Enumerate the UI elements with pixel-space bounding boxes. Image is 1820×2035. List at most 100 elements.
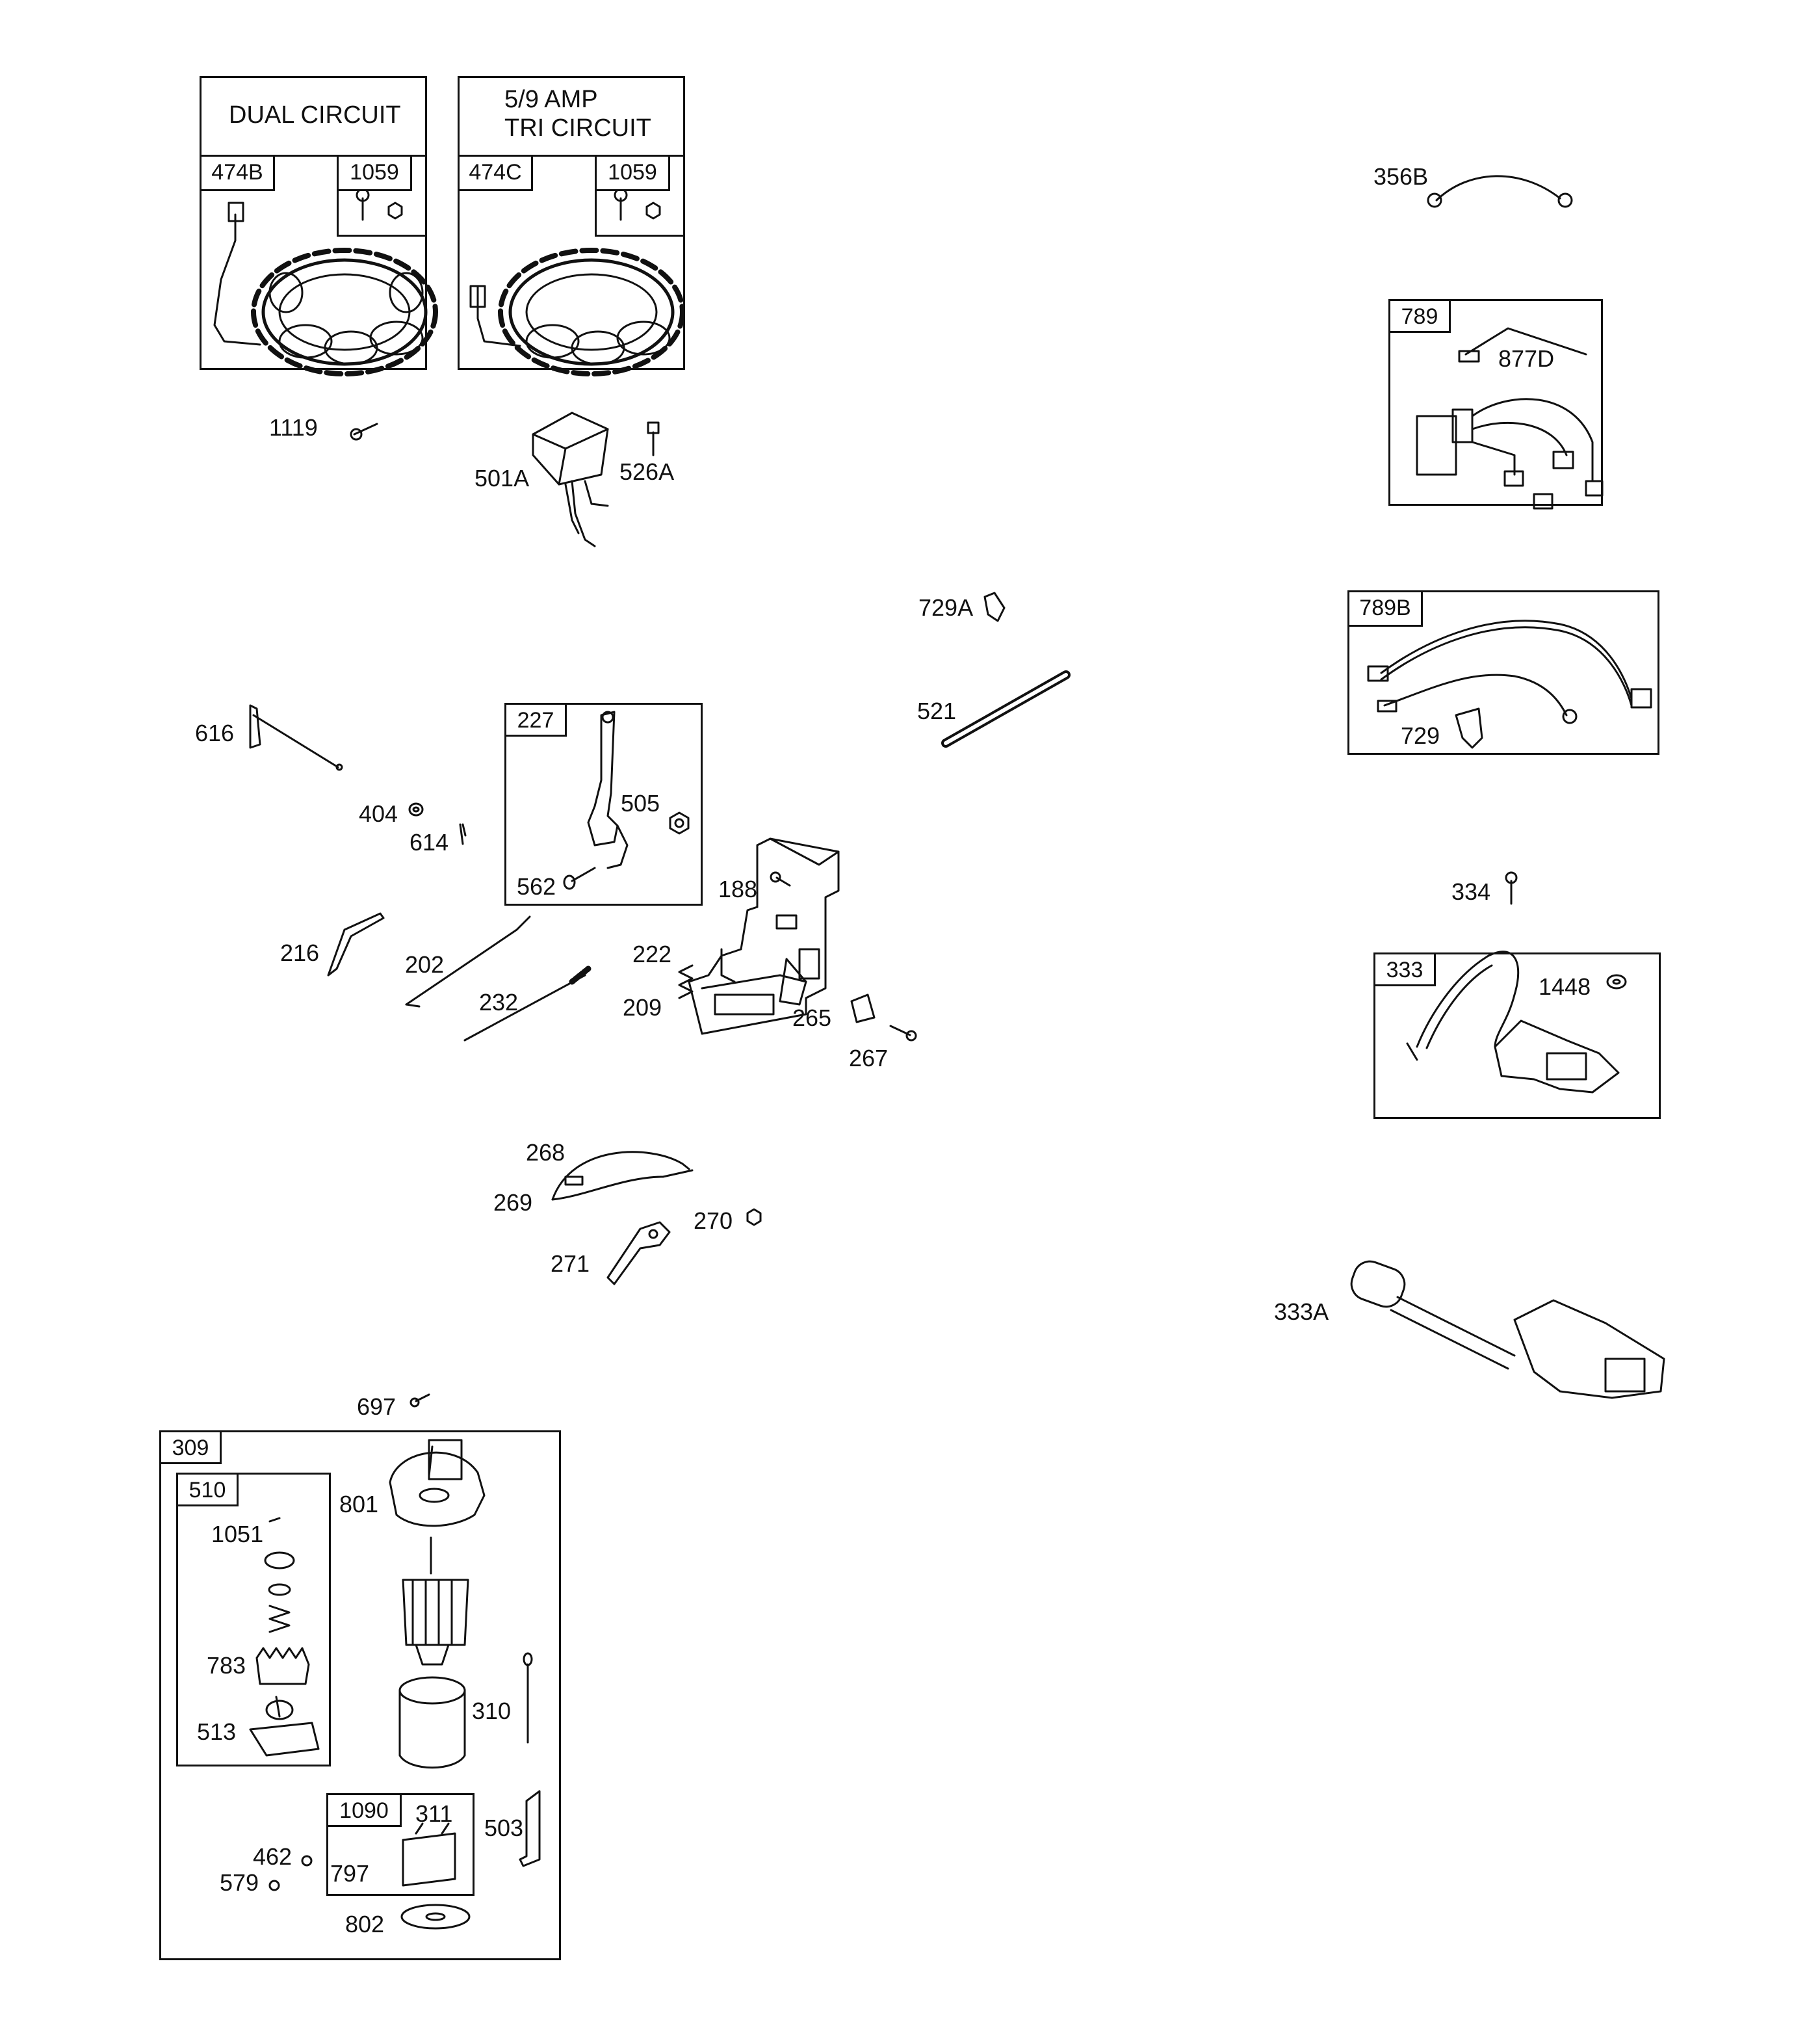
tag-789: 789 (1388, 299, 1451, 333)
tag-1059b: 1059 (595, 155, 670, 191)
label-505: 505 (621, 790, 660, 817)
label-269: 269 (493, 1189, 533, 1216)
label-521: 521 (917, 698, 957, 724)
tag-1090: 1090 (326, 1793, 402, 1827)
tag-333: 333 (1373, 952, 1436, 986)
harness-789b-drawing (1367, 620, 1652, 749)
label-1119: 1119 (269, 414, 318, 441)
harness-789-drawing (1416, 327, 1604, 510)
ignition-coil-333-drawing (1406, 951, 1620, 1094)
tag-227: 227 (504, 703, 567, 737)
label-311: 311 (415, 1800, 453, 1827)
label-579: 579 (220, 1869, 259, 1896)
housing-310-drawing (398, 1676, 466, 1769)
stator-474b-drawing (213, 202, 438, 376)
lever-271-drawing (606, 1221, 671, 1285)
tag-474b: 474B (200, 155, 275, 191)
clip-265-drawing (850, 993, 876, 1023)
label-222: 222 (632, 941, 672, 967)
label-513: 513 (197, 1718, 237, 1745)
nut-270-drawing (746, 1208, 762, 1226)
screw-nut-1059b-drawing (614, 188, 661, 221)
label-202: 202 (405, 951, 445, 978)
cable-268-drawing (551, 1151, 694, 1201)
label-265: 265 (792, 1004, 832, 1031)
shaft-616-drawing (249, 704, 343, 771)
box-789 (1388, 299, 1603, 506)
label-877d: 877D (1498, 345, 1555, 372)
clip-729a-drawing (983, 592, 1006, 622)
label-614: 614 (410, 829, 449, 856)
rectifier-501a-drawing (532, 412, 609, 547)
rod-202-drawing (405, 915, 531, 1008)
tube-521-drawing (941, 670, 1071, 748)
label-801: 801 (339, 1491, 379, 1517)
header-dual-circuit: DUAL CIRCUIT (229, 101, 401, 129)
nut-462-drawing (301, 1855, 313, 1867)
end-cap-801-drawing (389, 1439, 486, 1527)
label-334: 334 (1451, 878, 1491, 905)
label-268: 268 (526, 1139, 566, 1166)
label-616: 616 (195, 720, 235, 746)
header-tri-circuit: 5/9 AMP TRI CIRCUIT (504, 86, 651, 142)
label-404: 404 (359, 800, 398, 827)
label-333a: 333A (1274, 1298, 1329, 1325)
lever-227-drawing (587, 711, 629, 869)
label-267: 267 (849, 1045, 889, 1071)
screw-188-drawing (770, 871, 791, 887)
label-209: 209 (623, 994, 662, 1021)
tag-309: 309 (159, 1430, 222, 1464)
label-270: 270 (694, 1207, 733, 1234)
label-729: 729 (1401, 722, 1440, 749)
nut-579-drawing (268, 1880, 280, 1891)
label-232: 232 (479, 989, 519, 1016)
link-216-drawing (327, 912, 385, 977)
label-1448: 1448 (1539, 973, 1591, 1000)
label-562: 562 (517, 873, 556, 900)
gasket-802-drawing (400, 1904, 471, 1930)
tag-1059a: 1059 (337, 155, 412, 191)
box-header-dual-circuit (200, 76, 427, 157)
label-526a: 526A (619, 458, 675, 485)
label-310: 310 (472, 1698, 512, 1724)
tag-474c: 474C (458, 155, 533, 191)
screw-697-drawing (410, 1393, 430, 1408)
screw-267-drawing (889, 1025, 917, 1042)
wire-356b-drawing (1427, 175, 1573, 208)
washer-1448-drawing (1606, 974, 1627, 990)
washer-404-drawing (408, 802, 424, 817)
drive-assembly-drawing (249, 1517, 320, 1757)
label-802: 802 (345, 1911, 385, 1937)
brush-plate-311-drawing (402, 1822, 456, 1887)
box-227 (504, 703, 703, 906)
screw-1119-drawing (350, 423, 378, 441)
label-271: 271 (551, 1250, 590, 1277)
nut-505-drawing (669, 811, 690, 835)
control-bracket-drawing (688, 837, 840, 1035)
label-356b: 356B (1373, 163, 1429, 190)
tag-789b: 789B (1347, 590, 1423, 627)
screw-526a-drawing (647, 421, 660, 456)
label-783: 783 (207, 1652, 246, 1679)
box-510 (176, 1473, 331, 1766)
bolt-drawing (523, 1652, 533, 1744)
label-729a: 729A (918, 594, 974, 621)
bracket-503-drawing (519, 1790, 541, 1867)
label-462: 462 (253, 1843, 292, 1870)
label-503: 503 (484, 1815, 524, 1841)
box-309 (159, 1430, 561, 1960)
box-333 (1373, 952, 1661, 1119)
label-216: 216 (280, 939, 320, 966)
label-797: 797 (330, 1860, 370, 1887)
label-501a: 501A (474, 465, 530, 492)
ignition-coil-333a-drawing (1350, 1260, 1665, 1399)
spring-209-drawing (678, 964, 694, 999)
screw-334-drawing (1505, 871, 1518, 905)
label-1051: 1051 (211, 1521, 264, 1547)
pin-614-drawing (459, 823, 467, 845)
spring-232-drawing (463, 965, 592, 1042)
label-188: 188 (718, 876, 758, 902)
box-789b (1347, 590, 1659, 755)
bolt-562-drawing (563, 867, 596, 890)
